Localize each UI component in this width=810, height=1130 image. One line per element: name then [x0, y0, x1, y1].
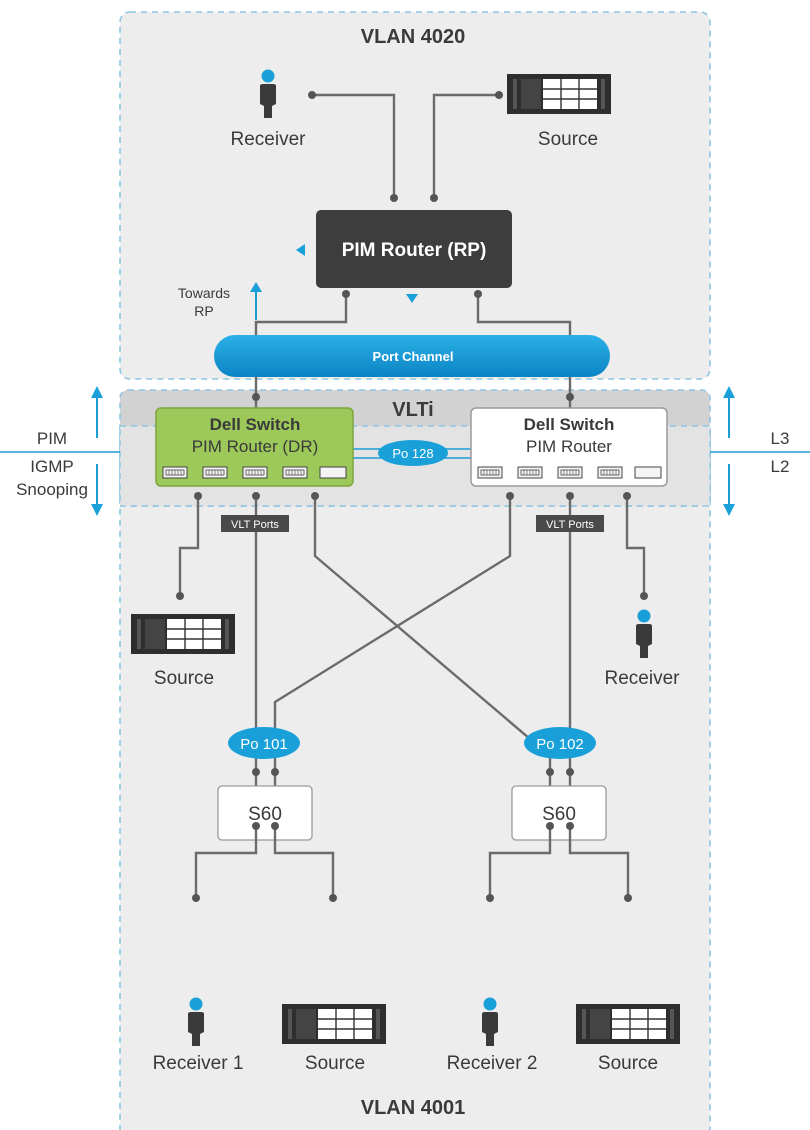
vlan-4001-region [119, 425, 711, 1130]
source-mid-label: Source [154, 668, 214, 689]
dell-switch-dr-subtitle: PIM Router (DR) [192, 437, 319, 456]
igmp-label: IGMP [30, 457, 73, 476]
rp-left-arrow-icon [296, 244, 305, 256]
vlt-ports-right-label: VLT Ports [546, 519, 594, 531]
towards-rp-arrow-icon [250, 282, 262, 292]
down-arrow-right-icon [723, 504, 735, 516]
po-102-ellipse [524, 727, 596, 759]
rp-router-label: PIM Router (RP) [342, 240, 487, 261]
vlan-4001-label: VLAN 4001 [361, 1097, 466, 1119]
up-arrow-right-icon [723, 386, 735, 398]
towards-rp-label-1: Towards [178, 285, 230, 301]
vlt-ports-badge-right [536, 515, 604, 532]
vlt-ports-badge-left [221, 515, 289, 532]
source-bottom-left-label: Source [305, 1053, 365, 1074]
s60-left [217, 785, 313, 841]
receiver-1-label: Receiver 1 [153, 1053, 244, 1074]
source-bottom-left-icon [281, 1003, 387, 1045]
po-101-ellipse [228, 727, 300, 759]
source-bottom-right-label: Source [598, 1053, 658, 1074]
down-arrow-left-icon [91, 504, 103, 516]
dell-switch-dr-ports [162, 466, 347, 479]
vlti-label: VLTi [392, 399, 433, 421]
l2-label: L2 [771, 457, 790, 476]
source-bottom-right-icon [575, 1003, 681, 1045]
vlan-4020-region [119, 11, 711, 380]
po-102-label: Po 102 [536, 736, 584, 753]
receiver-2-label: Receiver 2 [447, 1053, 538, 1074]
up-arrow-left-icon [91, 386, 103, 398]
s60-left-label: S60 [248, 804, 282, 825]
po-101-label: Po 101 [240, 736, 288, 753]
receiver-top-label: Receiver [231, 129, 307, 150]
source-top-label: Source [538, 129, 598, 150]
receiver-mid-label: Receiver [605, 668, 681, 689]
dell-switch-dr-title: Dell Switch [210, 415, 301, 434]
dell-switch-title: Dell Switch [524, 415, 615, 434]
snooping-label: Snooping [16, 480, 88, 499]
po-128-ellipse [378, 440, 448, 466]
s60-right [511, 785, 607, 841]
rp-down-arrow-icon [406, 294, 418, 303]
towards-rp-label-2: RP [194, 303, 213, 319]
po-128-label: Po 128 [392, 446, 433, 461]
dell-switch-subtitle: PIM Router [526, 437, 612, 456]
s60-right-label: S60 [542, 804, 576, 825]
l3-label: L3 [771, 429, 790, 448]
dell-switch-ports [477, 466, 662, 479]
source-top-icon [506, 73, 612, 115]
port-channel [214, 335, 610, 377]
source-mid-icon [130, 613, 236, 655]
vlt-ports-left-label: VLT Ports [231, 519, 279, 531]
pim-label: PIM [37, 429, 67, 448]
vlan-4020-label: VLAN 4020 [361, 26, 466, 48]
port-channel-label: Port Channel [373, 349, 454, 364]
rp-router [316, 210, 512, 288]
